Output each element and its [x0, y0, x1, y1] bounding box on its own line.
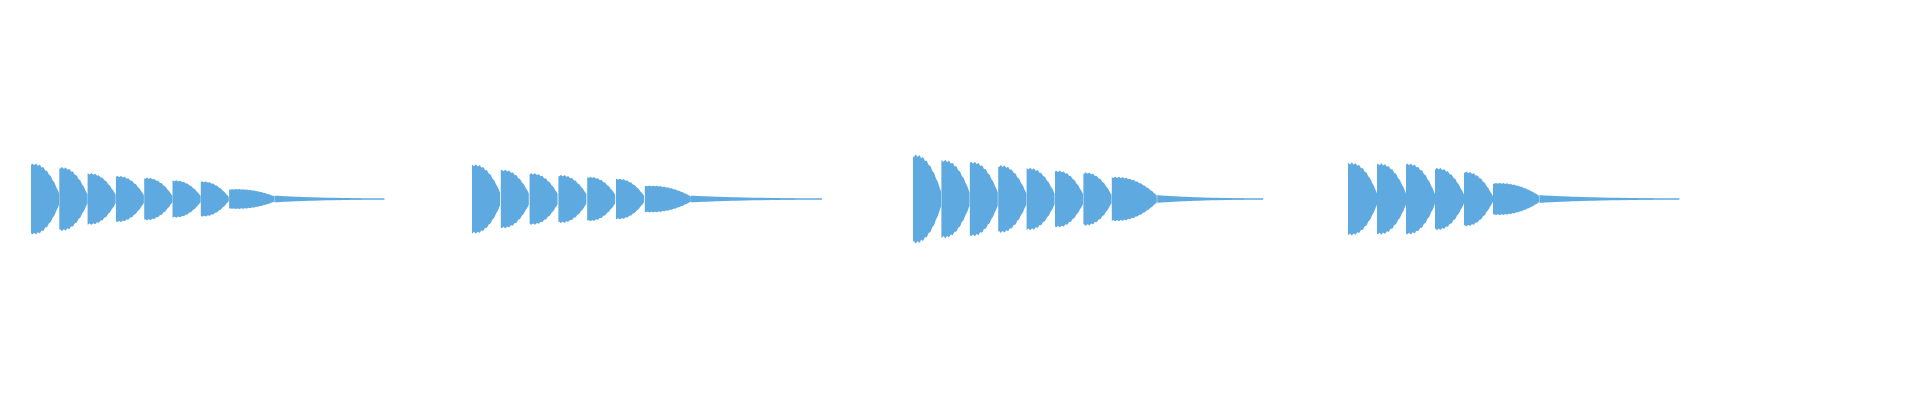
waveform-burst — [172, 180, 201, 218]
waveform-burst — [1348, 162, 1377, 236]
waveform-burst — [998, 165, 1027, 233]
waveform-burst — [31, 163, 59, 235]
waveform-burst — [115, 175, 144, 223]
waveform-1 — [31, 163, 385, 235]
waveform-burst — [1111, 176, 1157, 222]
waveform-burst — [59, 167, 88, 231]
waveform-burst — [1493, 182, 1539, 216]
waveform-burst — [587, 176, 616, 222]
waveform-2 — [472, 164, 822, 234]
waveform-burst — [200, 181, 229, 217]
waveform-burst — [472, 164, 500, 234]
waveform-burst — [558, 175, 587, 223]
waveform-tail — [1157, 195, 1264, 203]
waveform-tail — [1539, 195, 1680, 203]
waveform-burst — [1464, 171, 1493, 227]
waveform-tail — [690, 195, 822, 203]
waveform-4 — [1348, 162, 1680, 236]
waveform-burst — [87, 173, 116, 225]
waveform-3 — [913, 154, 1264, 244]
waveform-tail — [274, 195, 385, 203]
waveform-burst — [1377, 163, 1406, 235]
waveform-burst — [1026, 167, 1055, 231]
waveform-burst — [1083, 172, 1112, 226]
waveform-burst — [144, 177, 173, 221]
waveform-burst — [1435, 167, 1464, 231]
waveform-burst — [529, 173, 558, 225]
waveform-burst — [229, 189, 275, 209]
waveform-burst — [644, 185, 691, 213]
waveform-burst — [941, 159, 970, 239]
waveform-burst — [913, 154, 941, 244]
waveform-burst — [1406, 163, 1435, 235]
waveform-burst — [969, 161, 998, 237]
waveform-burst — [500, 169, 529, 229]
waveform-burst — [1055, 170, 1083, 228]
waveform-burst — [616, 178, 644, 220]
